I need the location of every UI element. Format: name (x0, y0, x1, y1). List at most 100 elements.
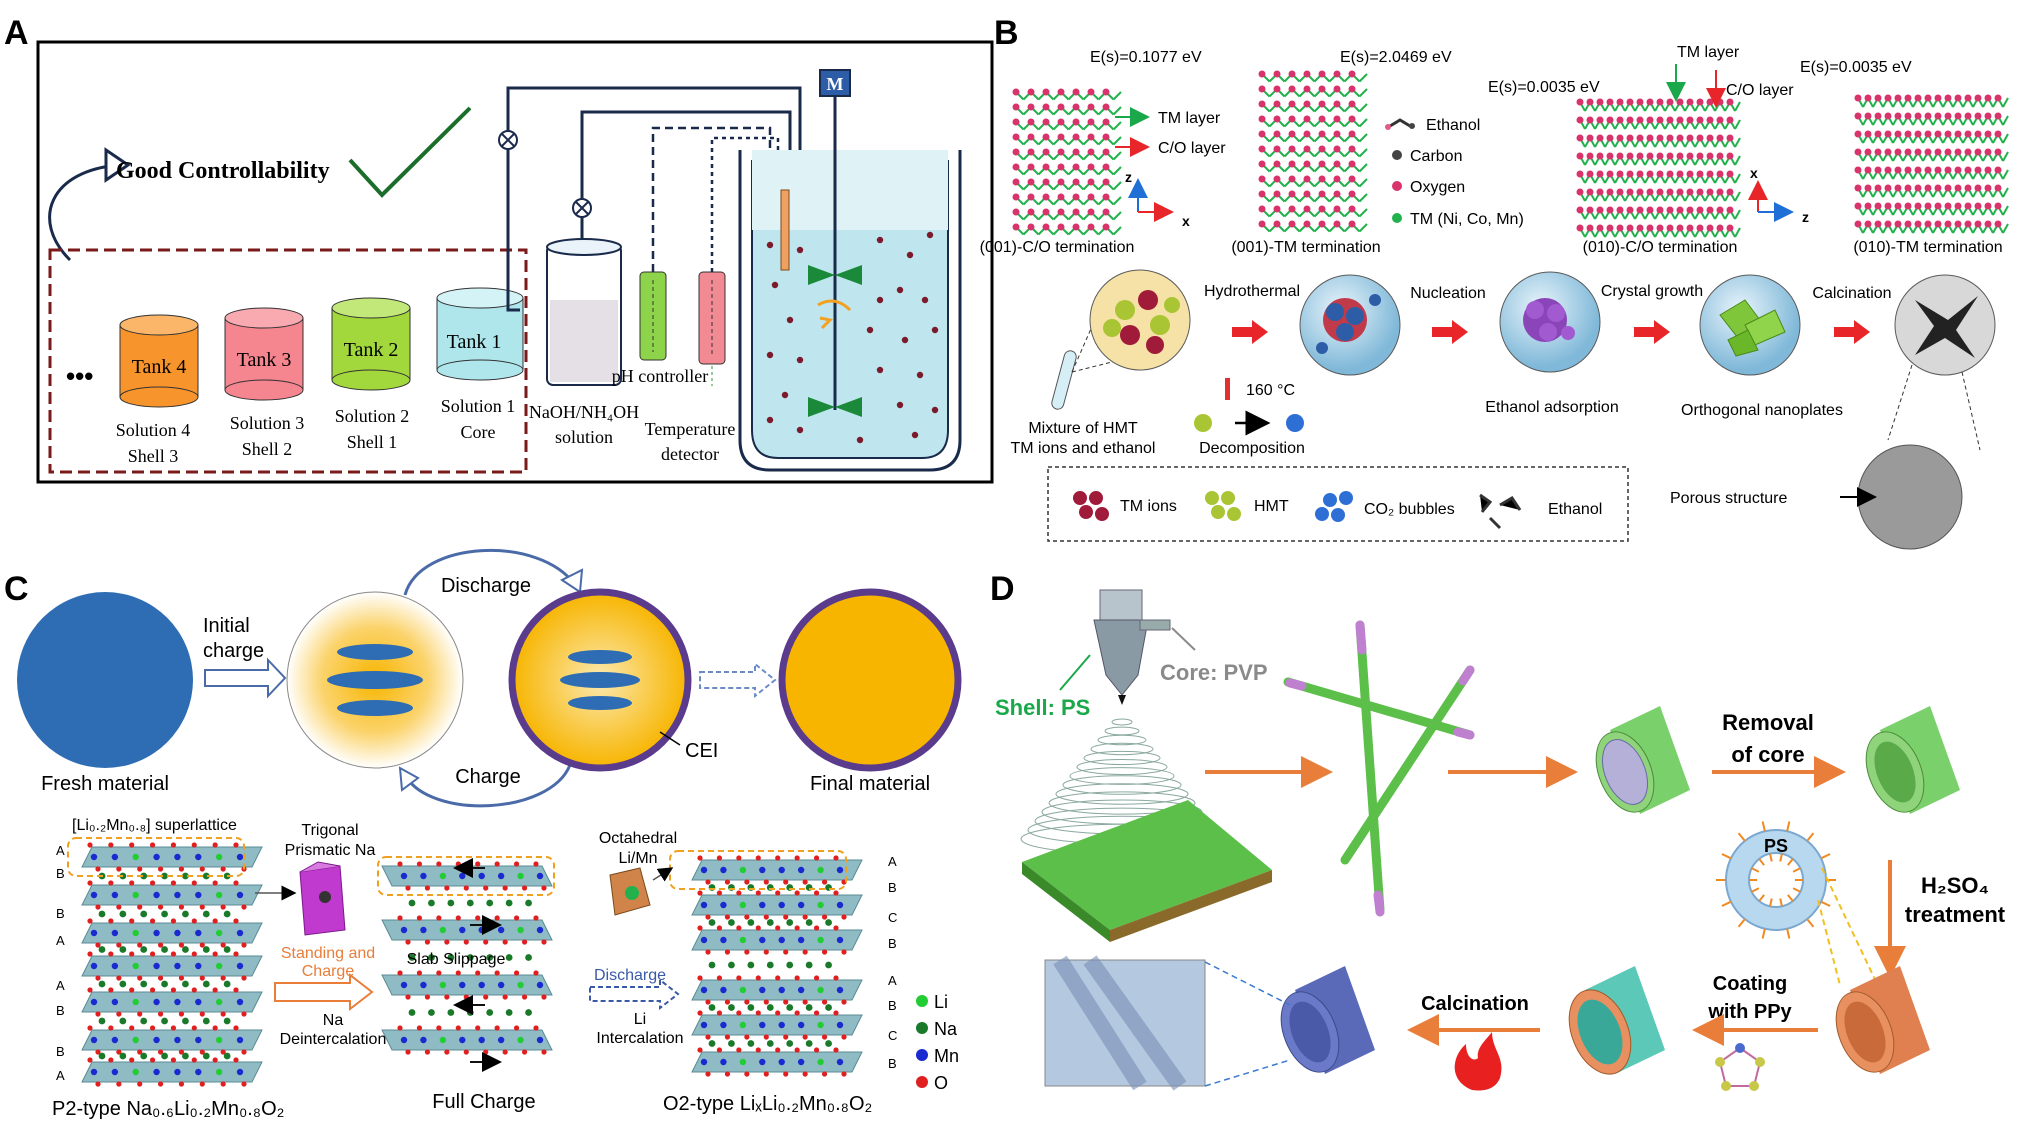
oxygen-atom (1042, 208, 1050, 216)
oxygen-atom (1273, 130, 1281, 138)
oxygen-atom (1904, 130, 1912, 138)
oxygen-atom (1042, 163, 1050, 171)
coating-label: Coating (1713, 973, 1787, 995)
sphere-calcination (1894, 274, 1996, 376)
oxygen-atom (1027, 133, 1035, 141)
oxygen-atom (1606, 152, 1614, 160)
oxygen-atom (1894, 184, 1902, 192)
atom (220, 1049, 226, 1055)
standing-label-1: Standing and (281, 945, 375, 962)
oxygen-atom (1102, 223, 1110, 231)
atom (215, 929, 223, 937)
atom (416, 1025, 423, 1031)
oxygen-atom (1273, 115, 1281, 123)
oxygen-atom (1102, 88, 1110, 96)
atom (212, 951, 218, 957)
legend-ethanol: Ethanol (1426, 117, 1480, 134)
oxygen-atom (1333, 100, 1341, 108)
atom (170, 951, 177, 957)
oxygen-atom (1706, 116, 1714, 124)
atom (739, 1058, 747, 1066)
spike (1792, 867, 1801, 873)
atom (739, 866, 747, 874)
oxygen-atom (1854, 202, 1862, 210)
atom (108, 880, 114, 886)
curved-arrow-head (104, 147, 131, 183)
atom (459, 872, 466, 880)
oxygen-atom (1626, 224, 1634, 232)
oxygen-atom (1646, 152, 1654, 160)
final-material-label: Final material (810, 773, 930, 795)
layer-slab (691, 929, 863, 951)
atom (720, 1021, 727, 1029)
layer-slab (81, 1029, 263, 1051)
atom (215, 853, 223, 861)
stack-letter: A (56, 1068, 65, 1083)
atom (478, 926, 485, 934)
atom (802, 999, 808, 1005)
oxygen-atom (1994, 148, 2002, 156)
atom (797, 936, 805, 944)
oxygen-atom (1964, 184, 1972, 192)
atom (728, 1004, 735, 1011)
atom (202, 980, 210, 988)
atom (797, 1021, 805, 1029)
atom (98, 1052, 106, 1060)
atom (747, 919, 755, 926)
legend-li: Li (934, 992, 948, 1012)
atom (90, 929, 98, 937)
oxygen-atom (1924, 202, 1932, 210)
atom (805, 1040, 813, 1047)
oxygen-atom (1027, 193, 1035, 201)
atom (119, 1052, 127, 1060)
spiral-ring (1111, 718, 1133, 726)
atom (802, 879, 808, 885)
atom (786, 1040, 794, 1047)
atom (778, 901, 785, 909)
oxygen-atom (1894, 112, 1902, 120)
legend-mn: Mn (934, 1046, 959, 1066)
atom (783, 1034, 789, 1040)
axis-x2-label: x (1750, 165, 1758, 181)
oxygen-atom (1348, 220, 1356, 228)
standing-label-2: Charge (302, 963, 355, 980)
atom (720, 901, 727, 909)
legend-co2-icon (1315, 491, 1353, 522)
o2-type-label: O2-type LiₓLi₀.₂Mn₀.₈O₂ (663, 1093, 872, 1115)
atom (708, 1004, 716, 1011)
atom (841, 1071, 847, 1077)
atom (697, 925, 703, 931)
oxygen-atom (1914, 166, 1922, 174)
atom (108, 918, 114, 924)
particle-dot (766, 351, 774, 359)
oxygen-atom (1042, 223, 1050, 231)
atom (236, 929, 244, 937)
atom (739, 901, 747, 909)
atom (215, 1068, 223, 1076)
oxygen-atom (1288, 70, 1296, 78)
atom (705, 1034, 711, 1040)
atom (444, 994, 450, 1000)
atom (494, 1025, 500, 1031)
particle-dot (906, 251, 914, 259)
atom (129, 842, 135, 848)
stack-letter: A (56, 978, 65, 993)
spike (1787, 894, 1794, 902)
oxygen-atom (1636, 224, 1644, 232)
atom (517, 926, 524, 934)
crystal-001-tm (1258, 70, 1368, 233)
atom (137, 1011, 143, 1017)
atom (87, 918, 93, 924)
atom (98, 910, 106, 918)
atom (137, 904, 143, 910)
solution-4-label: Solution 4 (116, 420, 191, 440)
core-label: Core: PVP (1160, 660, 1268, 685)
particle-dot (876, 236, 884, 244)
atom (153, 998, 160, 1006)
oxygen-atom (1666, 188, 1674, 196)
atom (233, 880, 239, 886)
atom (405, 994, 411, 1000)
oxygen-atom (1994, 112, 2002, 120)
particle-dot (911, 431, 919, 439)
atom (212, 918, 218, 924)
